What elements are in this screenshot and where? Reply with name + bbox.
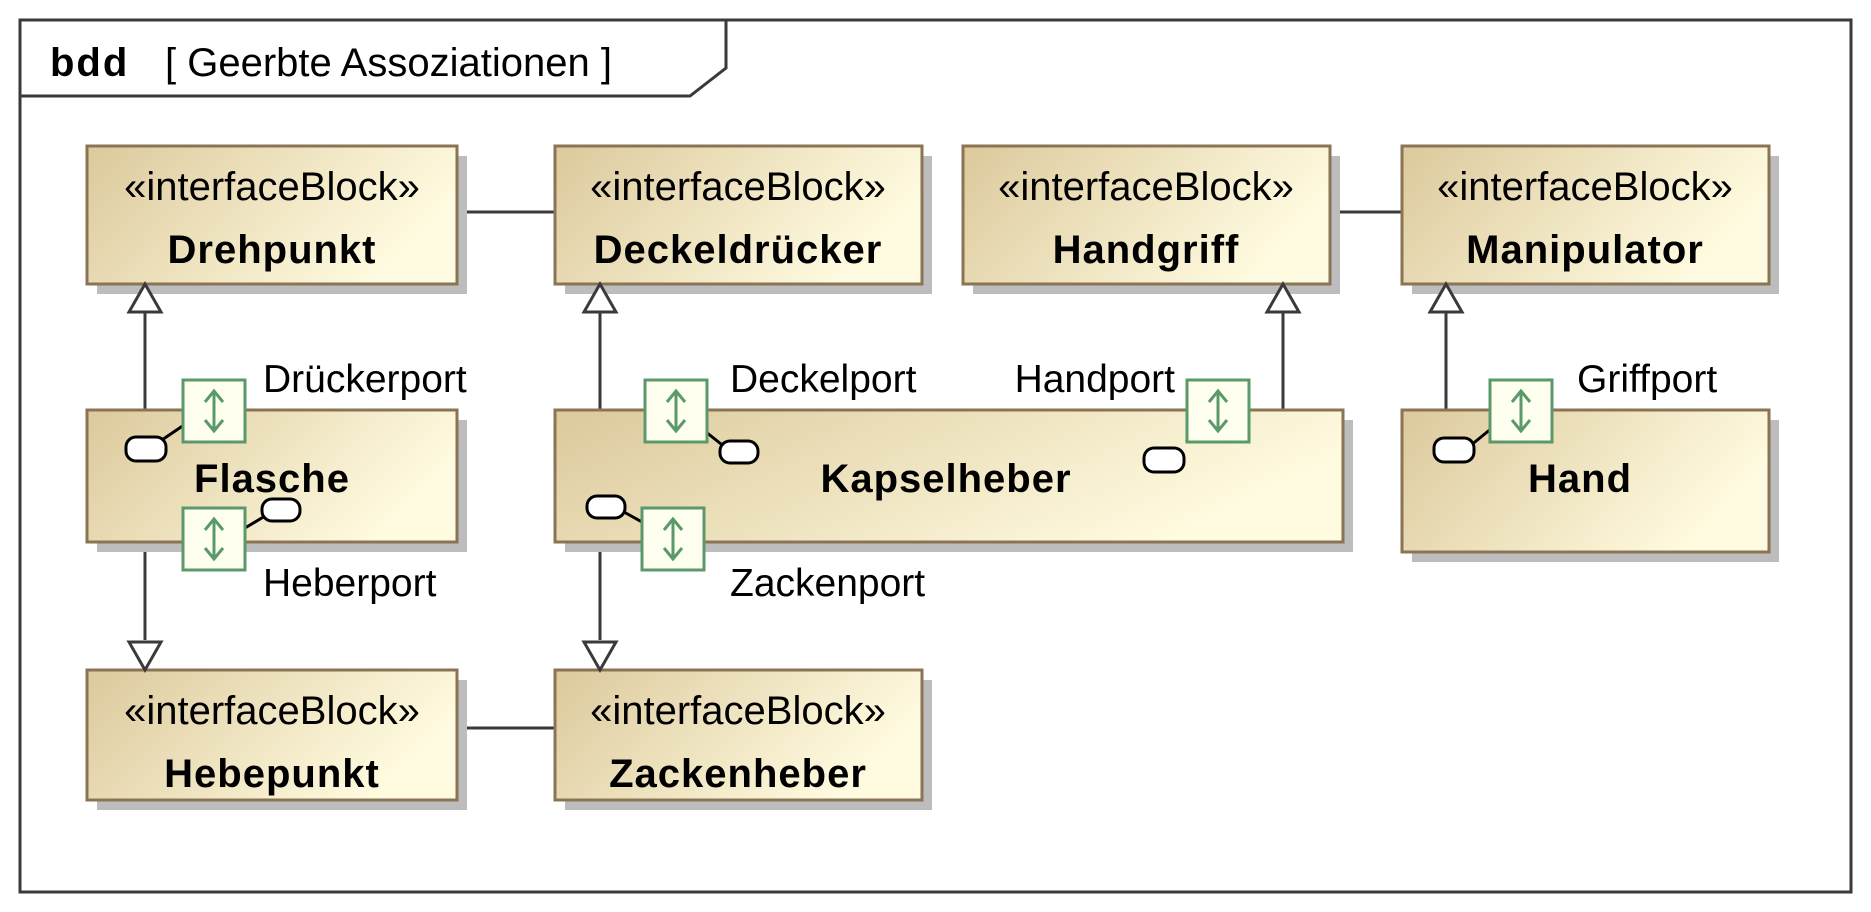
bidirectional-flow-icon: [203, 388, 225, 434]
generalization-arrowheads: [126, 280, 1465, 674]
frame-title: [ Geerbte Assoziationen ]: [165, 41, 612, 85]
block-name: Manipulator: [1466, 228, 1704, 272]
bidirectional-flow-icon: [1207, 388, 1229, 434]
port-handport[interactable]: [1142, 378, 1251, 474]
bidirectional-flow-icon: [665, 388, 687, 434]
frame-kind: bdd: [50, 41, 129, 85]
diagram-frame: bdd [ Geerbte Assoziationen ]: [18, 18, 1853, 894]
generalization-arrowhead: [581, 640, 619, 674]
block-stereotype: «interfaceBlock»: [998, 165, 1294, 209]
generalizations: [143, 310, 1448, 640]
bidirectional-flow-icon: [662, 516, 684, 562]
block-handgriff[interactable]: «interfaceBlock» Handgriff: [961, 144, 1340, 294]
bidirectional-flow-icon: [203, 516, 225, 562]
port-drueckerport[interactable]: [124, 378, 247, 463]
block-name: Flasche: [194, 457, 350, 501]
port-label-griffport: Griffport: [1577, 358, 1717, 401]
port-heberport[interactable]: [181, 497, 302, 572]
interface-socket-icon: [1432, 436, 1476, 464]
generalization-arrowhead: [1264, 280, 1302, 314]
block-name: Hebepunkt: [164, 752, 380, 796]
block-hebepunkt[interactable]: «interfaceBlock» Hebepunkt: [85, 668, 467, 810]
block-name: Hand: [1528, 457, 1632, 501]
port-deckelport[interactable]: [643, 378, 760, 465]
generalization-arrowhead: [581, 280, 619, 314]
block-stereotype: «interfaceBlock»: [124, 689, 420, 733]
generalization-arrowhead: [1427, 280, 1465, 314]
block-name: Drehpunkt: [168, 228, 377, 272]
interface-socket-icon: [718, 439, 760, 465]
port-label-zackenport: Zackenport: [730, 562, 925, 605]
port-label-deckelport: Deckelport: [730, 358, 917, 401]
associations: [456, 210, 1402, 730]
block-hand[interactable]: Hand: [1400, 408, 1779, 562]
block-flasche[interactable]: Flasche: [85, 408, 467, 552]
interface-socket-icon: [260, 497, 302, 523]
port-label-heberport: Heberport: [263, 562, 437, 605]
block-stereotype: «interfaceBlock»: [1437, 165, 1733, 209]
block-name: Handgriff: [1053, 228, 1240, 272]
block-stereotype: «interfaceBlock»: [124, 165, 420, 209]
port-zackenport[interactable]: [585, 494, 706, 572]
bidirectional-flow-icon: [1510, 388, 1532, 434]
block-drehpunkt[interactable]: «interfaceBlock» Drehpunkt: [85, 144, 467, 294]
generalization-arrowhead: [126, 640, 164, 674]
port-griffport[interactable]: [1432, 378, 1554, 464]
interface-socket-icon: [585, 494, 627, 520]
block-stereotype: «interfaceBlock»: [590, 165, 886, 209]
generalization-arrowhead: [126, 280, 164, 314]
block-stereotype: «interfaceBlock»: [590, 689, 886, 733]
block-zackenheber[interactable]: «interfaceBlock» Zackenheber: [553, 668, 932, 810]
block-name: Kapselheber: [820, 457, 1071, 501]
block-name: Zackenheber: [609, 752, 867, 796]
block-deckeldruecker[interactable]: «interfaceBlock» Deckeldrücker: [553, 144, 932, 294]
block-manipulator[interactable]: «interfaceBlock» Manipulator: [1400, 144, 1779, 294]
interface-socket-icon: [1142, 446, 1186, 474]
block-name: Deckeldrücker: [594, 228, 883, 272]
interface-socket-icon: [124, 435, 168, 463]
port-label-drueckerport: Drückerport: [263, 358, 467, 401]
port-label-handport: Handport: [1015, 358, 1176, 401]
